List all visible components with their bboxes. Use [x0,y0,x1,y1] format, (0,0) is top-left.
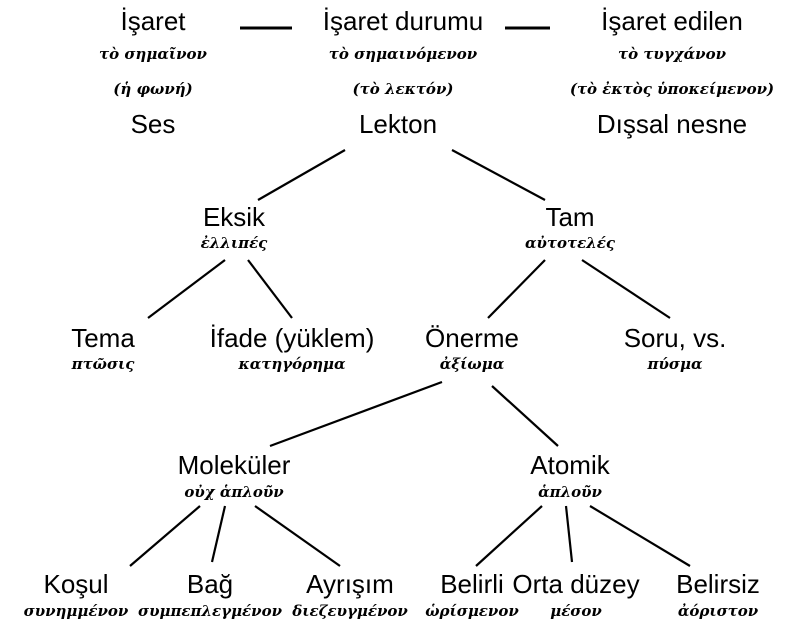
node-lekton: Lekton [358,109,438,139]
node-bag-greek: συμπεπλεγμένον [138,602,282,620]
edge-molekuler-ayrisim [254,505,341,567]
node-sign-greek: τὸ σημαῖνον [99,45,207,63]
node-soru-greek: πύσμα [647,355,703,373]
node-tam-greek: αὐτοτελές [524,234,616,252]
node-soru: Soru, vs. [623,323,727,353]
node-bag: Bağ [186,569,234,599]
node-onerme: Önerme [425,323,519,353]
node-belirsiz-greek: ἀόριστον [677,602,759,620]
edge-tam-soru [581,259,671,319]
node-belirli-greek: ὡρίσμενον [425,602,519,620]
node-eksik: Eksik [202,202,266,232]
node-ifade: İfade (yüklem) [209,323,375,353]
node-tema: Tema [71,323,135,353]
node-onerme-greek: ἀξίωμα [439,355,505,373]
node-ifade-greek: κατηγόρημα [238,355,346,373]
edge-eksik-tema [147,259,226,319]
node-tam: Tam [545,202,595,232]
node-referent-greek: τὸ τυγχάνον [618,45,726,63]
node-kosul-greek: συνημμένον [23,602,129,620]
node-molekuler-greek: οὐχ ἁπλοῦν [184,483,284,501]
node-signified-greek-2: (τὸ λεκτόν) [352,80,454,98]
node-atomik: Atomik [530,450,610,480]
node-signified: İşaret durumu [322,6,484,36]
edge-lekton-tam [451,149,546,201]
node-sign: İşaret [120,6,186,36]
node-eksik-greek: ἐλλιπές [200,234,268,252]
node-ayrisim: Ayrışım [306,569,394,599]
node-ayrisim-greek: διεζευγμένον [292,602,408,620]
node-external-object: Dışsal nesne [596,109,748,139]
edge-tam-onerme [487,259,546,319]
edge-molekuler-kosul [129,505,201,567]
edge-atomik-belirsiz [589,505,691,567]
edge-molekuler-bag [210,505,227,563]
node-kosul: Koşul [43,569,109,599]
edge-atomik-orta [564,505,574,563]
node-orta-duzey-greek: μέσον [550,602,602,620]
node-sound: Ses [130,109,176,139]
edge-atomik-belirli [475,505,543,567]
node-molekuler: Moleküler [177,450,291,480]
edge-onerme-molekuler [269,380,443,448]
node-sign-greek-2: (ἡ φωνή) [113,80,193,98]
node-belirsiz: Belirsiz [676,569,760,599]
node-atomik-greek: ἁπλοῦν [538,483,602,501]
node-belirli: Belirli [440,569,504,599]
node-signified-greek: τὸ σημαινόμενον [328,45,478,63]
edge-lekton-eksik [257,149,346,201]
node-orta-duzey: Orta düzey [512,569,640,599]
node-referent: İşaret edilen [601,6,743,36]
node-tema-greek: πτῶσις [71,355,135,373]
node-referent-greek-2: (τὸ ἐκτὸς ὑποκείμενον) [569,80,775,98]
edge-onerme-atomik [491,385,559,447]
edge-eksik-ifade [247,259,293,319]
